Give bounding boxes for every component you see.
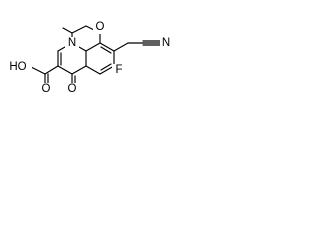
molecule-diagram: N O F N O O HO <box>4 21 174 96</box>
fluorine-label: F <box>115 64 122 76</box>
bond <box>71 65 87 75</box>
bond <box>85 65 101 75</box>
bond <box>30 66 46 75</box>
bond <box>99 42 115 52</box>
bond <box>62 27 73 34</box>
ketone-oxygen-label: O <box>68 83 77 95</box>
atom-label-layer: N O F N O O HO <box>4 21 174 96</box>
bond <box>100 63 112 71</box>
bond <box>100 46 112 54</box>
bond <box>71 25 87 34</box>
hydroxyl-label: HO <box>9 61 26 73</box>
acid-carbonyl-oxygen-label: O <box>42 83 51 95</box>
bond <box>85 42 101 52</box>
bond-layer <box>30 25 163 89</box>
ring-oxygen-label: O <box>96 21 105 33</box>
bond <box>99 65 115 75</box>
bond <box>44 65 59 75</box>
ring-nitrogen-label: N <box>68 37 76 49</box>
bond <box>57 65 73 75</box>
bond <box>113 42 129 52</box>
nitrile-nitrogen-label: N <box>162 37 170 49</box>
